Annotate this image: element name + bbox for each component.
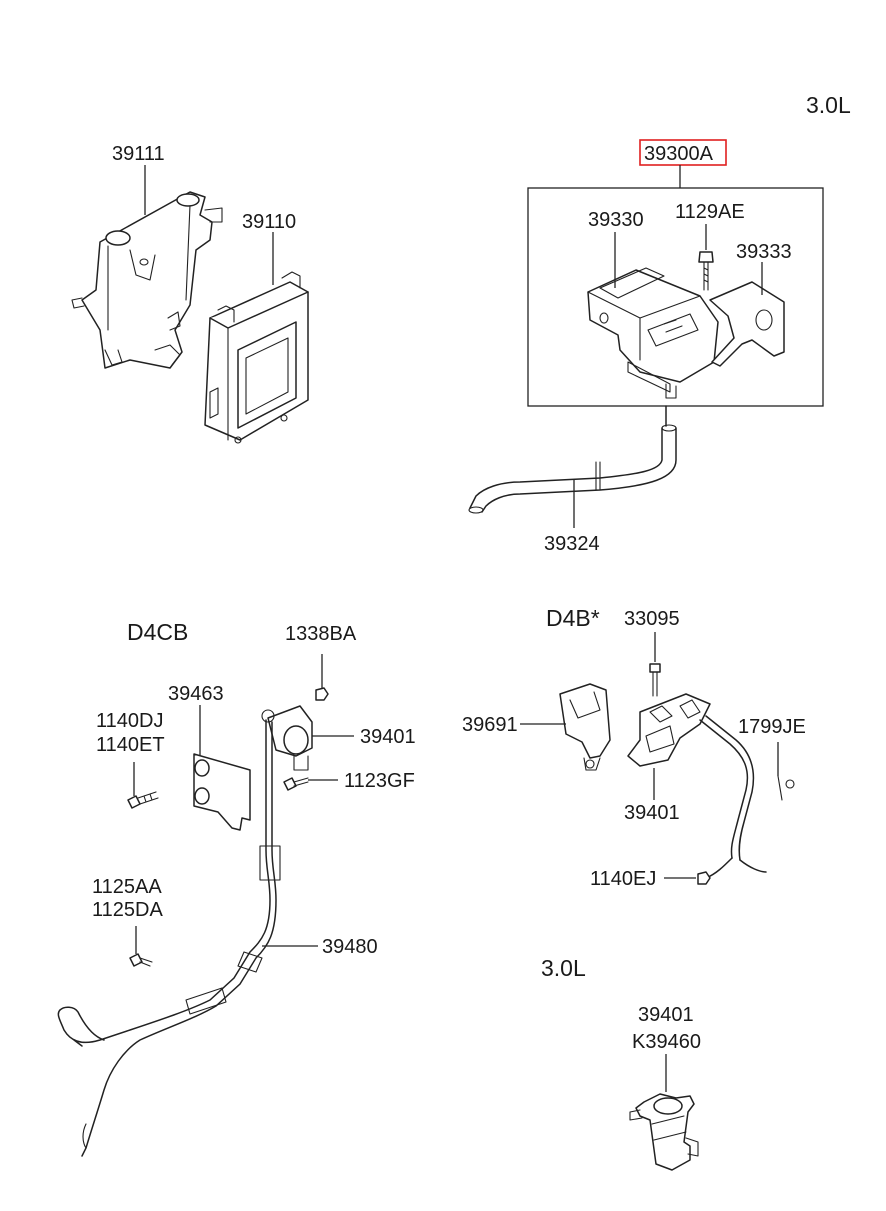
label-1799je: 1799JE	[738, 716, 806, 738]
engine-label-3-0l-top: 3.0L	[806, 92, 851, 118]
label-39480: 39480	[322, 936, 378, 958]
bolt-1129ae	[698, 251, 714, 291]
label-1140et: 1140ET	[96, 734, 165, 756]
label-1129ae: 1129AE	[675, 201, 745, 223]
hose-d4b	[699, 715, 795, 879]
label-k39460: K39460	[632, 1031, 701, 1053]
label-1140ej: 1140EJ	[590, 868, 656, 890]
engine-label-3-0l-bottom: 3.0L	[541, 955, 586, 981]
nut-1140ej	[697, 871, 711, 885]
label-33095: 33095	[624, 608, 680, 630]
solenoid-valve-39401-bottom	[629, 1093, 699, 1171]
label-39330: 39330	[588, 209, 644, 231]
label-39401-bottom: 39401	[638, 1004, 694, 1026]
highlight-box-39300a	[639, 139, 727, 166]
bracket-39691	[559, 683, 611, 771]
label-39401-left: 39401	[360, 726, 416, 748]
label-39333: 39333	[736, 241, 792, 263]
label-39300a: 39300A	[644, 143, 714, 165]
vacuum-hose-39324	[468, 405, 677, 514]
label-39401-mid: 39401	[624, 802, 680, 824]
bolt-1140dj-1140et	[127, 791, 159, 809]
ecu-module-39110	[204, 271, 309, 444]
solenoid-valve-39401-left	[261, 705, 313, 771]
screw-1123gf	[283, 777, 309, 791]
bracket-39333	[709, 281, 785, 367]
label-39691: 39691	[462, 714, 518, 736]
label-39324: 39324	[544, 533, 600, 555]
ecu-bracket-39111	[71, 191, 223, 369]
bolt-1125aa-1125da	[129, 953, 153, 967]
label-1125aa: 1125AA	[92, 876, 162, 898]
engine-label-d4cb: D4CB	[127, 619, 188, 645]
hose-assembly-39480	[57, 719, 281, 1157]
bolt-33095	[649, 663, 661, 697]
bracket-39463	[193, 753, 251, 831]
map-sensor-39330	[587, 267, 719, 399]
engine-label-d4b: D4B*	[546, 605, 600, 631]
nut-1338ba	[315, 687, 329, 701]
label-39463: 39463	[168, 683, 224, 705]
label-39110: 39110	[242, 211, 296, 233]
assembly-frame-39300a	[527, 187, 824, 407]
label-1140dj: 1140DJ	[96, 710, 163, 732]
label-1125da: 1125DA	[92, 899, 163, 921]
label-39111: 39111	[112, 143, 165, 165]
solenoid-valve-39401-mid	[627, 693, 711, 767]
label-1338ba: 1338BA	[285, 623, 357, 645]
label-1123gf: 1123GF	[344, 770, 415, 792]
